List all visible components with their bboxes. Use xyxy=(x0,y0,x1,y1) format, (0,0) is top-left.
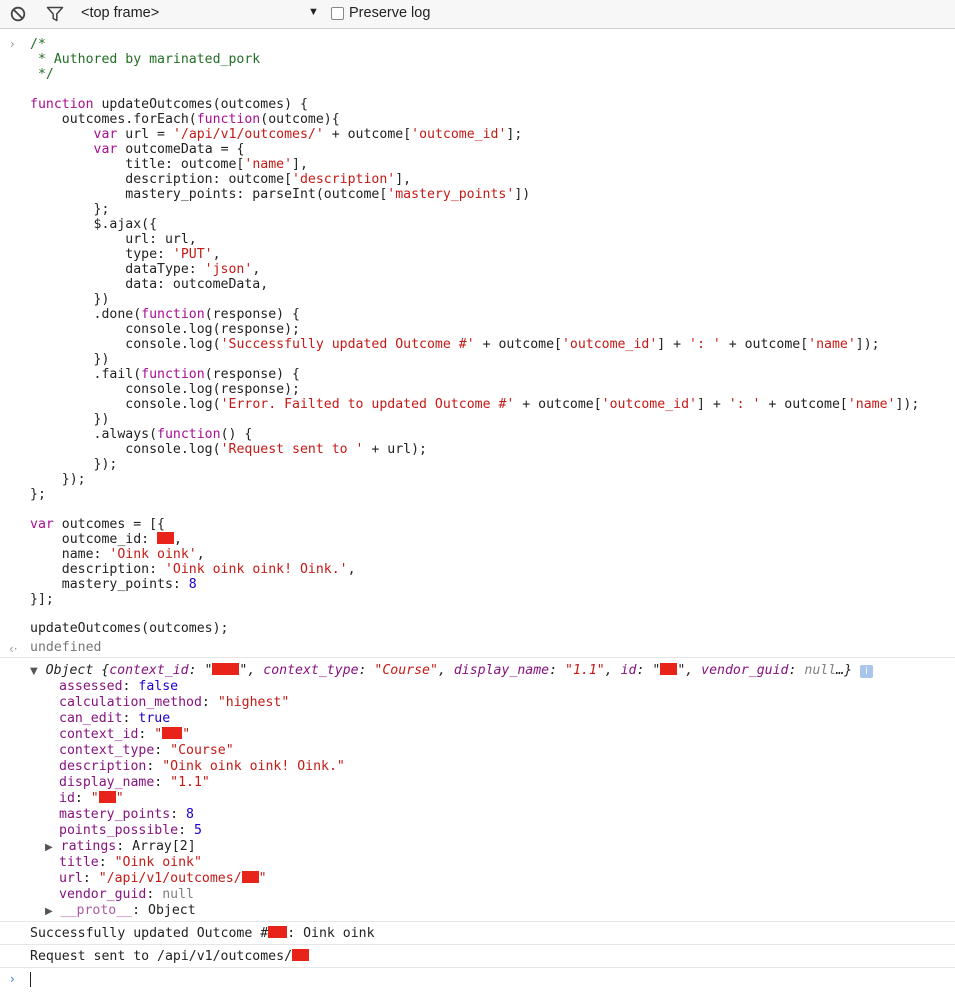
object-property: vendor_guid: null xyxy=(59,887,194,902)
result-prompt-icon: ‹· xyxy=(9,642,18,656)
frame-selector[interactable]: <top frame> xyxy=(81,5,160,21)
code-line: url: url, xyxy=(30,232,197,247)
console-prompt-icon: › xyxy=(10,972,15,986)
redacted-block xyxy=(98,791,116,803)
redacted-block xyxy=(157,532,175,544)
code-line: * Authored by marinated_pork xyxy=(30,52,261,67)
code-line: /* xyxy=(30,37,46,52)
code-line: .always(function() { xyxy=(30,427,253,442)
code-line: }); xyxy=(30,472,86,487)
object-property: context_type: "Course" xyxy=(59,743,234,758)
code-line: var outcomeData = { xyxy=(93,142,245,157)
code-line: var url = '/api/v1/outcomes/' + outcome[… xyxy=(93,127,523,142)
code-line: }); xyxy=(30,457,118,472)
code-line: $.ajax({ xyxy=(30,217,158,232)
code-line: */ xyxy=(30,67,54,82)
divider xyxy=(0,921,955,922)
caret-down-icon[interactable]: ▼ xyxy=(30,666,38,677)
code-line: }; xyxy=(30,202,110,217)
object-property: id: "" xyxy=(59,791,124,806)
divider xyxy=(0,967,955,968)
caret-right-icon[interactable]: ▶ xyxy=(45,906,53,917)
info-icon[interactable]: i xyxy=(860,665,873,678)
code-line: .fail(function(response) { xyxy=(30,367,300,382)
console-input[interactable] xyxy=(30,972,31,987)
redacted-block xyxy=(162,727,183,739)
object-property: url: "/api/v1/outcomes/" xyxy=(59,871,267,886)
chevron-down-icon[interactable]: ▼ xyxy=(308,6,319,18)
object-property: display_name: "1.1" xyxy=(59,775,210,790)
object-property-expandable[interactable]: ▶ ratings: Array[2] xyxy=(45,839,196,854)
code-line: console.log('Error. Failted to updated O… xyxy=(30,397,920,412)
code-line: console.log('Request sent to ' + url); xyxy=(30,442,428,457)
code-line: mastery_points: 8 xyxy=(30,577,197,592)
code-line: data: outcomeData, xyxy=(30,277,269,292)
divider xyxy=(0,944,955,945)
code-line: }) xyxy=(30,292,110,307)
code-line: description: 'Oink oink oink! Oink.', xyxy=(30,562,356,577)
object-property: points_possible: 5 xyxy=(59,823,202,838)
code-line: }]; xyxy=(30,592,54,607)
preserve-log-label[interactable]: Preserve log xyxy=(349,5,431,21)
filter-icon[interactable] xyxy=(46,6,64,22)
code-line: description: outcome['description'], xyxy=(30,172,412,187)
object-property: assessed: false xyxy=(59,679,179,694)
result-undefined: undefined xyxy=(30,640,102,655)
code-line: mastery_points: parseInt(outcome['master… xyxy=(30,187,531,202)
object-property: context_id: "" xyxy=(59,727,191,742)
code-line: dataType: 'json', xyxy=(30,262,261,277)
object-property: title: "Oink oink" xyxy=(59,855,202,870)
code-line: console.log(response); xyxy=(30,322,300,337)
object-summary[interactable]: ▼ Object {context_id: "", context_type: … xyxy=(30,663,873,678)
redacted-block xyxy=(268,926,288,938)
code-line: function updateOutcomes(outcomes) { xyxy=(30,97,308,112)
log-message-success: Successfully updated Outcome #: Oink oin… xyxy=(30,926,375,941)
redacted-block xyxy=(212,663,240,675)
object-property: mastery_points: 8 xyxy=(59,807,194,822)
code-line: title: outcome['name'], xyxy=(30,157,308,172)
code-line: outcome_id: , xyxy=(30,532,182,547)
code-line: console.log('Successfully updated Outcom… xyxy=(30,337,880,352)
code-line: }) xyxy=(30,352,110,367)
code-line: var outcomes = [{ xyxy=(30,517,165,532)
code-line: updateOutcomes(outcomes); xyxy=(30,621,229,636)
code-line: type: 'PUT', xyxy=(30,247,221,262)
log-message-request: Request sent to /api/v1/outcomes/ xyxy=(30,949,310,964)
code-line: }; xyxy=(30,487,46,502)
code-line: outcomes.forEach(function(outcome){ xyxy=(30,112,340,127)
code-line: console.log(response); xyxy=(30,382,300,397)
redacted-block xyxy=(241,871,259,883)
object-property-expandable[interactable]: ▶ __proto__: Object xyxy=(45,903,196,918)
caret-right-icon[interactable]: ▶ xyxy=(45,842,53,853)
preserve-log-checkbox[interactable] xyxy=(331,7,344,20)
code-line: name: 'Oink oink', xyxy=(30,547,205,562)
code-line: }) xyxy=(30,412,110,427)
object-property: can_edit: true xyxy=(59,711,171,726)
code-line: .done(function(response) { xyxy=(30,307,300,322)
input-prompt-icon: › xyxy=(10,37,15,51)
object-property: calculation_method: "highest" xyxy=(59,695,290,710)
clear-console-icon[interactable] xyxy=(10,6,26,22)
divider xyxy=(0,657,955,658)
console-toolbar: <top frame> ▼ Preserve log xyxy=(0,0,955,29)
object-property: description: "Oink oink oink! Oink." xyxy=(59,759,345,774)
redacted-block xyxy=(292,949,310,961)
redacted-block xyxy=(660,663,678,675)
